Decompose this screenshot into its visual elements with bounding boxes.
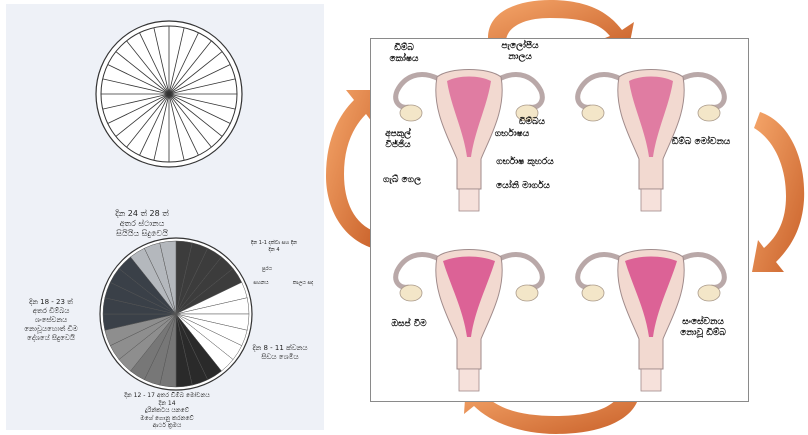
fallopian-tube-left	[578, 255, 621, 288]
ovary-left	[400, 105, 422, 121]
vagina	[641, 369, 661, 391]
label-vagina: යෝනි මාර්ගය	[483, 181, 563, 192]
fallopian-tube-right	[499, 255, 542, 288]
label-endometrium: ගර්භාෂ කුහරය	[485, 157, 565, 168]
label-fallopian-tube: පැලෝපීය නාලය	[485, 41, 555, 63]
arrow-right	[752, 112, 804, 272]
vagina	[459, 369, 479, 391]
ovary-right	[516, 285, 538, 301]
label-menstruation: ඔසප් වීම	[379, 319, 439, 330]
ovary-right	[698, 105, 720, 121]
ovary-left	[400, 285, 422, 301]
fallopian-tube-right	[681, 75, 724, 108]
fallopian-tube-right	[499, 75, 542, 108]
label-ovum: ඩිම්බය	[507, 117, 557, 128]
ovary-right	[698, 285, 720, 301]
label-corpus-luteum: අපකුල් විජ්ජිය	[373, 129, 423, 151]
vagina	[459, 189, 479, 211]
fallopian-tube-left	[578, 75, 621, 108]
fallopian-tube-left	[396, 255, 439, 288]
ovary-left	[582, 105, 604, 121]
vagina	[641, 189, 661, 211]
label-ovarian-follicle: ඩිම්බ කෝෂය	[379, 43, 429, 65]
fallopian-tube-left	[396, 75, 439, 108]
ovary-left	[582, 285, 604, 301]
label-ovulation: ඩිම්බ මෝචනය	[661, 137, 741, 148]
label-uterus: ගර්භාෂය	[487, 129, 537, 140]
uterus-diagrams	[371, 39, 748, 401]
label-cervix: ගැබ් ගෙල	[377, 175, 427, 186]
fallopian-tube-right	[681, 255, 724, 288]
label-fertilization: සංසේචනය නොවූ ඩිම්බ	[663, 317, 743, 339]
right-panel: ඩිම්බ කෝෂය පැලෝපීය නාලය ඩිම්බය ගර්භාෂය අ…	[370, 38, 749, 402]
